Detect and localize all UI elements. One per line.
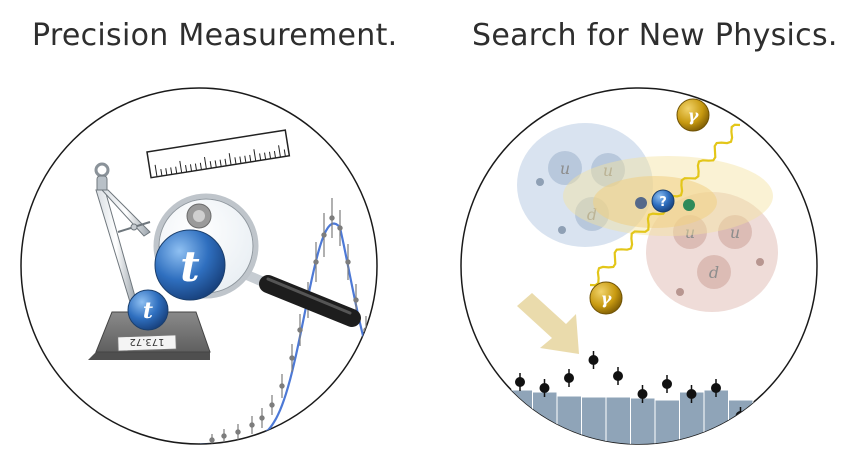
proton-left-quark-2: u [603, 161, 613, 180]
particle-dark [635, 197, 647, 209]
particle-green [683, 199, 695, 211]
data-point [289, 344, 295, 372]
data-point [297, 314, 303, 346]
histogram-data-point [539, 379, 550, 397]
title-precision-measurement: Precision Measurement. [32, 18, 398, 53]
proton-right-quark-1: u [685, 223, 695, 242]
title-search-new-physics: Search for New Physics. [472, 18, 838, 53]
data-point [269, 395, 275, 415]
histogram-data-point [662, 375, 672, 393]
measurement-plot [200, 198, 377, 444]
block-value-label: 173.72 [130, 336, 165, 347]
ruler-icon [146, 129, 291, 179]
data-point [221, 429, 227, 443]
data-point [249, 416, 255, 434]
histogram-data-point [564, 369, 574, 387]
data-point [209, 434, 215, 444]
histogram-bar [752, 413, 778, 444]
histogram-data-point [711, 379, 721, 397]
histogram-data-point [686, 385, 697, 403]
magnifying-glass-icon: t [153, 193, 361, 327]
data-point [345, 244, 351, 280]
arrow-icon [517, 293, 579, 354]
data-point [329, 198, 335, 238]
proton-left-quark-3: d [587, 205, 597, 224]
small-quark-label: t [143, 298, 153, 324]
weighing-block: 173.72 [88, 311, 211, 360]
compass-icon [94, 162, 151, 303]
proton-right-quark-2: u [730, 223, 740, 242]
data-point [321, 213, 327, 257]
photon-ball-bottom: γ [589, 281, 623, 315]
histogram-data-point [588, 351, 599, 369]
data-point [235, 424, 241, 440]
photon-ball-top: γ [676, 98, 710, 132]
data-point [337, 210, 343, 246]
photon-label-bottom: γ [601, 289, 613, 308]
histogram-data-point [613, 367, 623, 385]
mystery-particle: ? [651, 189, 675, 213]
histogram-bar [532, 391, 558, 444]
proton-right-quark-3: d [709, 263, 719, 282]
data-point [259, 408, 265, 428]
data-point [313, 242, 319, 282]
top-quark-ball: t [127, 289, 169, 331]
histogram-bar [581, 396, 607, 444]
proton-left-quark-1: u [560, 159, 570, 178]
photon-label-top: γ [688, 106, 700, 125]
histogram-data-point [637, 385, 648, 403]
histogram-bar [556, 395, 582, 444]
mystery-label: ? [659, 195, 667, 210]
top-quark-label: t [180, 242, 199, 291]
histogram-bar [703, 389, 729, 444]
histogram-bar [630, 397, 656, 444]
data-point [279, 374, 285, 398]
histogram-data-point [515, 373, 525, 391]
